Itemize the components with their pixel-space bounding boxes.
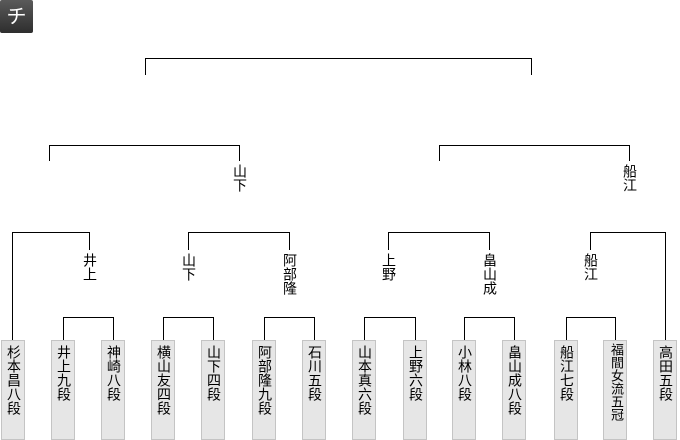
qf-3-line xyxy=(388,232,490,250)
player-box: 横山友四段 xyxy=(151,340,175,440)
qf-5-winner: 畠山成 xyxy=(481,253,497,295)
bracket-tab-badge: チ xyxy=(0,0,33,33)
player-box: 山本真六段 xyxy=(352,340,376,440)
semifinal-left-winner: 山下 xyxy=(231,164,247,192)
qf-2-winner: 山下 xyxy=(180,253,196,281)
player-box: 井上九段 xyxy=(51,340,75,440)
qf-2-line xyxy=(188,232,290,250)
r1-4-line xyxy=(364,317,416,340)
qf-1-winner: 井上 xyxy=(81,253,97,281)
r1-5-line xyxy=(464,317,515,340)
player-box: 船江七段 xyxy=(554,340,578,440)
player-box: 山下四段 xyxy=(201,340,225,440)
qf-6-winner: 船江 xyxy=(582,253,598,281)
semifinal-right-line xyxy=(439,145,630,161)
semifinal-right-winner: 船江 xyxy=(621,164,637,192)
qf-4-line xyxy=(590,232,666,340)
player-box: 阿部隆九段 xyxy=(252,340,276,440)
qf-4-winner: 上野 xyxy=(380,253,396,281)
player-box: 神崎八段 xyxy=(101,340,125,440)
r1-2-line xyxy=(163,317,214,340)
player-box: 石川五段 xyxy=(302,340,326,440)
qf-1-line xyxy=(12,232,90,340)
player-box: 福間女流五冠 xyxy=(603,340,627,440)
player-box: 高田五段 xyxy=(653,340,677,440)
final-bracket-line xyxy=(145,58,532,75)
player-box: 小林八段 xyxy=(452,340,476,440)
r1-6-line xyxy=(566,317,616,340)
qf-3-winner: 阿部隆 xyxy=(281,253,297,295)
player-box: 畠山成八段 xyxy=(502,340,526,440)
player-box: 杉本昌八段 xyxy=(1,340,25,440)
r1-3-line xyxy=(264,317,315,340)
semifinal-left-line xyxy=(49,145,240,161)
player-box: 上野六段 xyxy=(403,340,427,440)
r1-1-line xyxy=(63,317,114,340)
